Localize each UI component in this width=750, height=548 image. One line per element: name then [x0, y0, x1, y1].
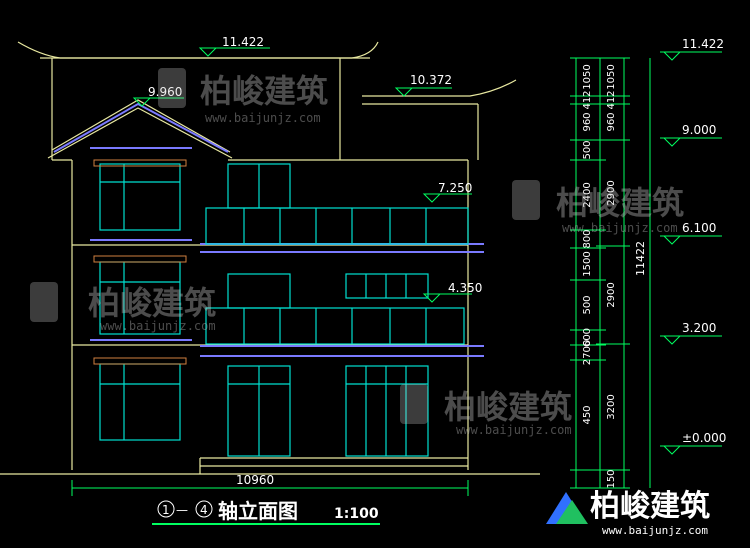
dim-b-label: 1050 — [606, 64, 617, 89]
dim-a-label: 1500 — [582, 251, 593, 276]
watermark-url-4: www.baijunjz.com — [456, 423, 572, 437]
elevation-label-1: 10.372 — [410, 73, 452, 87]
dim-a-label: 500 — [582, 295, 593, 314]
dim-a-label: 412 — [582, 90, 593, 109]
watermark-brand-2: 柏峻建筑 — [556, 184, 684, 222]
watermark-url-1: www.baijunjz.com — [205, 111, 321, 125]
dim-a-label: 600 — [582, 328, 593, 347]
level-label: 3.200 — [682, 321, 716, 335]
watermark-brand-3: 柏峻建筑 — [88, 284, 216, 322]
watermark-url-logo: www.baijunjz.com — [602, 524, 708, 537]
dim-b-label: 3200 — [606, 394, 617, 419]
title-axis-start: 1 — [162, 503, 170, 517]
dimension-ticks — [570, 57, 630, 489]
total-height-label: 11422 — [634, 241, 647, 276]
roof-tiles — [53, 102, 484, 357]
level-label: 9.000 — [682, 123, 716, 137]
drawing-title: 1 — 4 轴立面图 1:100 — [152, 499, 380, 525]
dim-a-label: 450 — [582, 405, 593, 424]
dim-b-label: 2900 — [606, 282, 617, 307]
window-frames — [93, 159, 187, 365]
dimension-chains — [575, 58, 651, 488]
title-dash: — — [176, 503, 188, 517]
level-label: ±0.000 — [682, 431, 726, 445]
watermark-2: 柏峻建筑 www.baijunjz.com — [512, 180, 684, 235]
watermark-brand-logo: 柏峻建筑 — [590, 489, 710, 524]
watermark-1: 柏峻建筑 www.baijunjz.com — [158, 68, 328, 125]
elevation-markers — [132, 47, 472, 303]
dim-b-label: 150 — [606, 469, 617, 488]
level-label: 6.100 — [682, 221, 716, 235]
right-level-markers: 11.422 9.000 6.100 3.200 ±0.000 — [660, 37, 726, 455]
elevation-label-2: 9.960 — [148, 85, 182, 99]
watermark-logo: 柏峻建筑 www.baijunjz.com — [546, 489, 710, 537]
elevation-label-0: 11.422 — [222, 35, 264, 49]
watermark-brand-1: 柏峻建筑 — [200, 72, 328, 110]
level-label: 11.422 — [682, 37, 724, 51]
title-scale: 1:100 — [334, 506, 379, 522]
dim-a-label: 2400 — [582, 182, 593, 207]
dim-b-label: 412 — [606, 90, 617, 109]
dim-b-label: 2900 — [606, 180, 617, 205]
watermark-3: 柏峻建筑 www.baijunjz.com — [30, 282, 216, 333]
watermark-url-3: www.baijunjz.com — [100, 319, 216, 333]
watermark-brand-4: 柏峻建筑 — [444, 388, 572, 426]
title-axis-end: 4 — [200, 503, 208, 517]
watermark-4: 柏峻建筑 www.baijunjz.com — [400, 384, 572, 437]
watermark-url-2: www.baijunjz.com — [562, 221, 678, 235]
title-text: 轴立面图 — [218, 499, 298, 523]
dim-a-label: 960 — [582, 112, 593, 131]
dim-b-label: 960 — [606, 112, 617, 131]
dim-a-label: 800 — [582, 229, 593, 248]
elevation-label-3: 7.250 — [438, 181, 472, 195]
dim-a-label: 1050 — [582, 64, 593, 89]
windows — [99, 163, 469, 457]
width-dimension — [71, 480, 469, 496]
dim-a-label: 500 — [582, 140, 593, 159]
elevation-label-4: 4.350 — [448, 281, 482, 295]
dim-a-label: 2700 — [582, 340, 593, 365]
total-width-label: 10960 — [236, 473, 274, 487]
